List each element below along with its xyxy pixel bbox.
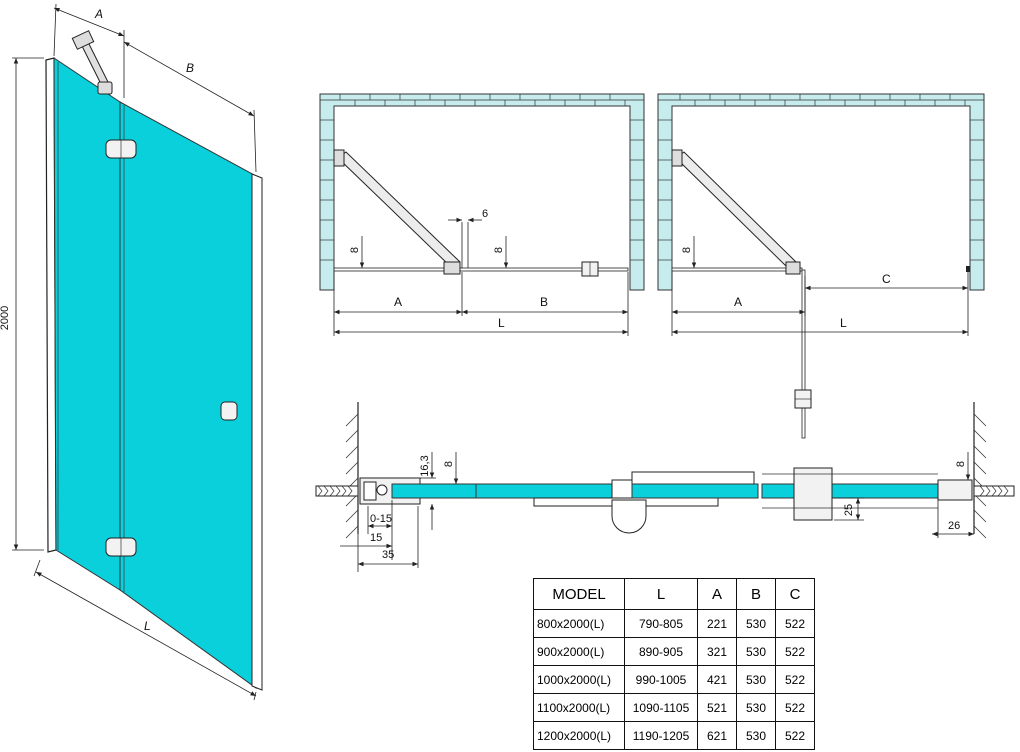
- dim-8-label: 8: [681, 247, 693, 253]
- cell-c: 522: [775, 609, 815, 638]
- dim-8-left-label: 8: [443, 461, 455, 467]
- right-wall-hatch: [973, 413, 987, 539]
- dim-8-left-label: 8: [349, 247, 361, 253]
- dim-0-15-label: 0-15: [370, 513, 392, 525]
- dim-b-label: B: [540, 295, 548, 309]
- dim-height-label: 2000: [0, 306, 11, 330]
- front-view: 2000 A B L: [0, 3, 263, 701]
- dim-8-right-label: 8: [493, 247, 505, 253]
- tile-wall: [657, 93, 985, 291]
- dim-c-label: C: [882, 272, 891, 286]
- dim-a-label: A: [394, 295, 402, 309]
- dim-l-label: L: [498, 316, 505, 330]
- header-b: B: [736, 578, 776, 610]
- cell-model: 900x2000(L): [533, 637, 625, 666]
- right-wall-anchor: [973, 485, 1015, 497]
- table-row: 1200x2000(L) 1190-1205 621 530 522: [533, 721, 815, 750]
- stabilizer-glass-clamp: [97, 81, 113, 95]
- cell-l: 1090-1105: [624, 693, 698, 722]
- header-model: MODEL: [533, 578, 625, 610]
- left-wall-hatch: [345, 413, 359, 539]
- hinge-section: [533, 471, 755, 534]
- cell-a: 521: [697, 693, 737, 722]
- header-l: L: [624, 578, 698, 610]
- tile-wall: [319, 93, 645, 291]
- dim-a-label: A: [734, 295, 742, 309]
- dim-6-label: 6: [482, 208, 488, 220]
- door-glass-panel: [119, 101, 257, 689]
- table-row: 900x2000(L) 890-905 321 530 522: [533, 637, 815, 666]
- cell-model: 1000x2000(L): [533, 665, 625, 694]
- left-wall-anchor: [315, 485, 359, 497]
- cross-section: 16,3 8 0-15 15 35 25 8 26: [315, 402, 1015, 572]
- cell-model: 800x2000(L): [533, 609, 625, 638]
- dim-a-label: A: [94, 7, 103, 21]
- glass-section-door: [631, 483, 759, 499]
- dim-15-label: 15: [370, 532, 382, 544]
- cell-b: 530: [736, 609, 776, 638]
- dim-25-label: 25: [843, 504, 855, 516]
- cell-l: 890-905: [624, 637, 698, 666]
- spec-table-header-row: MODEL L A B C: [533, 578, 815, 610]
- cell-b: 530: [736, 665, 776, 694]
- glass-section-door-end: [761, 483, 939, 499]
- cell-model: 1100x2000(L): [533, 693, 625, 722]
- table-row: 800x2000(L) 790-805 221 530 522: [533, 609, 815, 638]
- cell-l: 990-1005: [624, 665, 698, 694]
- cell-c: 522: [775, 665, 815, 694]
- dim-l-label: L: [840, 316, 847, 330]
- glass-section-fixed: [391, 483, 477, 499]
- cell-c: 522: [775, 637, 815, 666]
- plan-view-closed: 6 8 8 A B L: [319, 93, 645, 336]
- table-row: 1000x2000(L) 990-1005 421 530 522: [533, 665, 815, 694]
- cell-b: 530: [736, 693, 776, 722]
- cell-a: 321: [697, 637, 737, 666]
- cell-a: 621: [697, 721, 737, 750]
- cell-l: 1190-1205: [624, 721, 698, 750]
- spec-table: MODEL L A B C 800x2000(L) 790-805 221 53…: [533, 578, 815, 750]
- hinge-block: [443, 261, 461, 275]
- fixed-glass-line: [671, 267, 803, 272]
- cell-c: 522: [775, 693, 815, 722]
- hinge-block: [785, 261, 801, 275]
- table-row: 1100x2000(L) 1090-1105 521 530 522: [533, 693, 815, 722]
- dim-35-label: 35: [382, 549, 394, 561]
- folded-door-line: [801, 269, 806, 439]
- glass-line: [333, 267, 629, 272]
- dim-26-label: 26: [948, 520, 960, 532]
- cell-b: 530: [736, 637, 776, 666]
- spec-table-container: MODEL L A B C 800x2000(L) 790-805 221 53…: [533, 578, 815, 750]
- stabilizer-wall-mount: [333, 149, 345, 167]
- dim-b-label: B: [186, 61, 194, 75]
- plan-view-folded: 8 A C L: [657, 93, 985, 439]
- dim-8-right-label: 8: [955, 461, 967, 467]
- right-magnetic-seal: [937, 479, 973, 501]
- fixed-glass-panel: [53, 57, 121, 591]
- cell-b: 530: [736, 721, 776, 750]
- cell-l: 790-805: [624, 609, 698, 638]
- dim-l-label: L: [144, 619, 151, 633]
- door-edge-profile: [251, 173, 263, 691]
- header-c: C: [775, 578, 815, 610]
- glass-section-middle: [475, 483, 627, 499]
- cell-a: 421: [697, 665, 737, 694]
- handle-section: [793, 467, 833, 521]
- cell-a: 221: [697, 609, 737, 638]
- dim-16-3-label: 16,3: [419, 455, 431, 476]
- cell-model: 1200x2000(L): [533, 721, 625, 750]
- header-a: A: [697, 578, 737, 610]
- cell-c: 522: [775, 721, 815, 750]
- stabilizer-wall-mount: [671, 149, 683, 167]
- door-handle: [220, 401, 238, 421]
